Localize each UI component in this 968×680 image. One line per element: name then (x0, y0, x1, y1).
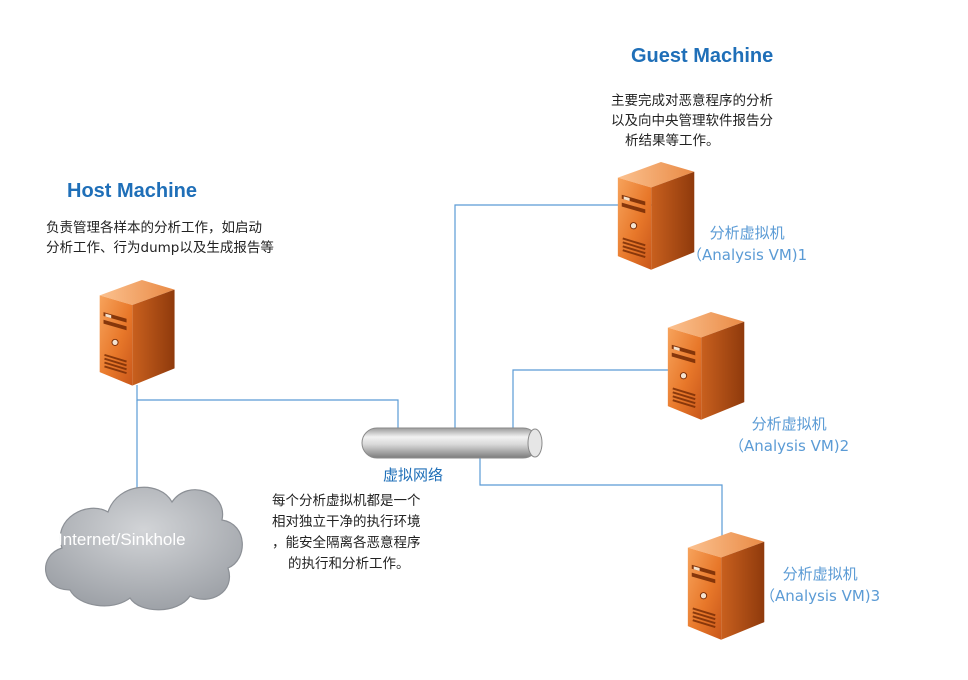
vm2-server-icon (666, 311, 746, 421)
network-desc-line: 相对独立干净的执行环境 (272, 514, 421, 530)
vm2-sub: （Analysis VM)2 (729, 437, 850, 455)
vm3-sub: （Analysis VM)3 (760, 587, 881, 605)
guest-description: 主要完成对恶意程序的分析 以及向中央管理软件报告分 析结果等工作。 (611, 91, 773, 151)
guest-desc-line: 以及向中央管理软件报告分 (611, 113, 773, 129)
host-server-icon (98, 279, 176, 387)
vm1-sub: （Analysis VM)1 (687, 246, 808, 264)
virtual-network-pipe (361, 427, 543, 459)
vm3-server-icon (686, 531, 766, 641)
vm1-label: 分析虚拟机 （Analysis VM)1 (687, 222, 807, 266)
host-desc-line: 分析工作、行为dump以及生成报告等 (46, 240, 274, 256)
guest-desc-line: 主要完成对恶意程序的分析 (611, 93, 773, 109)
guest-title: Guest Machine (631, 45, 774, 67)
cloud-label: Internet/Sinkhole (58, 530, 186, 549)
internet-cloud-icon (45, 486, 243, 611)
vm1-connector (454, 204, 653, 428)
guest-desc-line: 析结果等工作。 (625, 133, 720, 149)
network-desc-line: 的执行和分析工作。 (288, 556, 410, 572)
network-description: 每个分析虚拟机都是一个 相对独立干净的执行环境 ，能安全隔离各恶意程序 的执行和… (272, 491, 421, 575)
vm3-label: 分析虚拟机 （Analysis VM)3 (760, 563, 880, 607)
host-title: Host Machine (67, 180, 198, 202)
connector-lines (136, 204, 723, 550)
vm1-name: 分析虚拟机 (709, 224, 785, 242)
network-desc-line: 每个分析虚拟机都是一个 (272, 493, 421, 509)
vm2-name: 分析虚拟机 (751, 415, 827, 433)
host-description: 负责管理各样本的分析工作，如启动 分析工作、行为dump以及生成报告等 (46, 218, 274, 258)
vm2-label: 分析虚拟机 （Analysis VM)2 (729, 413, 849, 457)
vm1-server-icon (616, 161, 696, 271)
virtual-network-label: 虚拟网络 (383, 466, 444, 484)
vm3-connector (479, 458, 723, 550)
network-desc-line: ，能安全隔离各恶意程序 (272, 535, 421, 551)
vm2-connector (512, 369, 700, 428)
vm3-name: 分析虚拟机 (782, 565, 858, 583)
host-desc-line: 负责管理各样本的分析工作，如启动 (46, 220, 262, 236)
host-connector (136, 385, 399, 430)
